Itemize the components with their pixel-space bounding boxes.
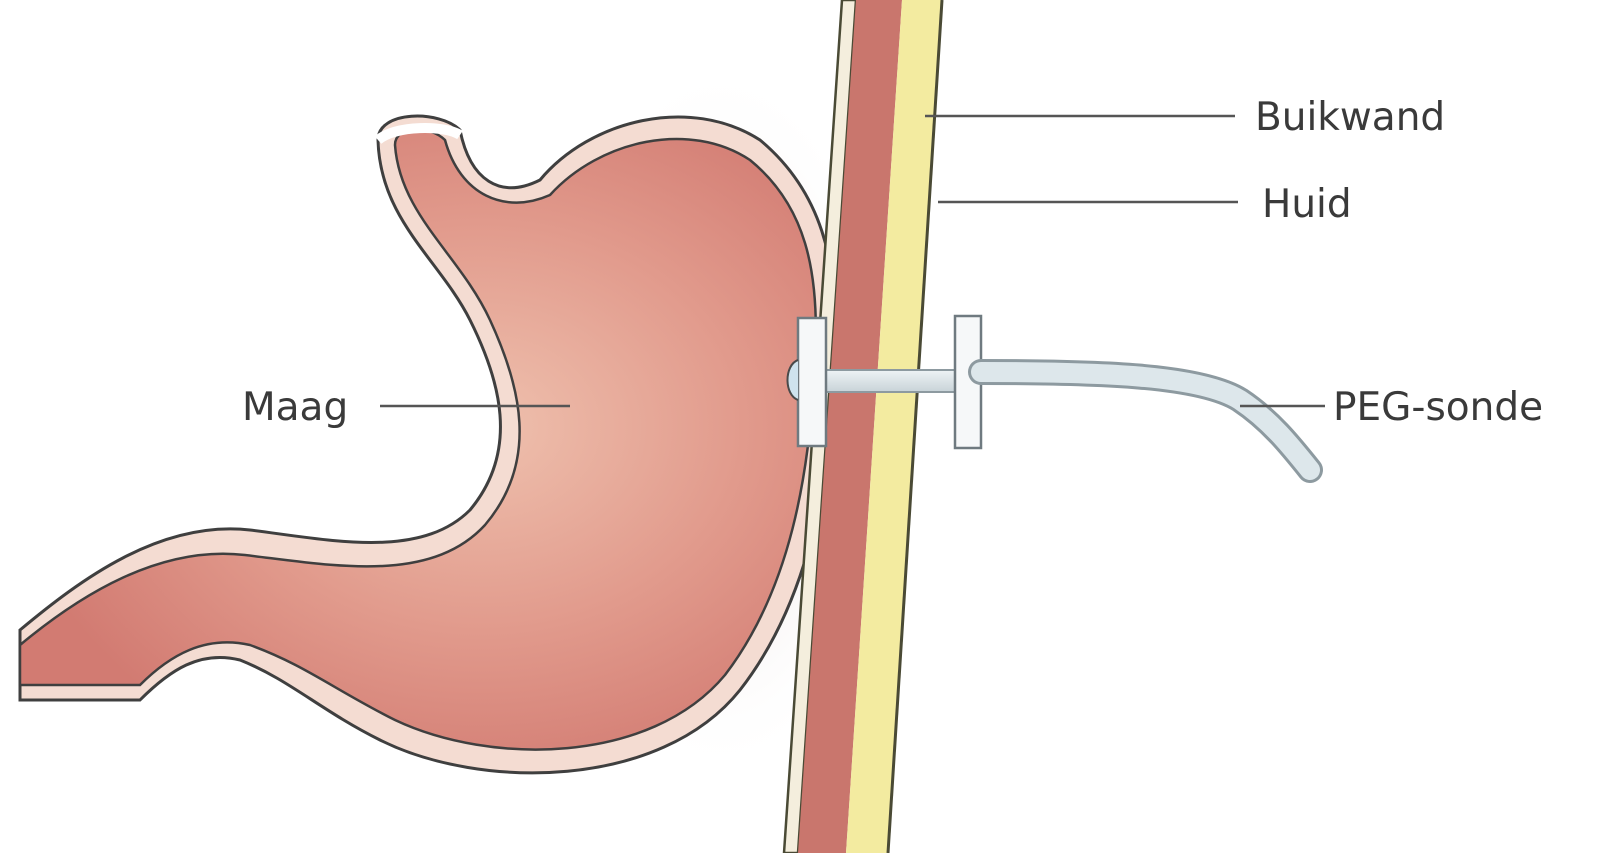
label-huid: Huid	[1262, 182, 1352, 227]
label-maag: Maag	[242, 385, 348, 430]
stomach	[20, 116, 836, 773]
tube-external-fill	[981, 372, 1310, 470]
tube-shaft	[810, 370, 958, 392]
label-buikwand: Buikwand	[1255, 95, 1445, 140]
internal-bumper	[798, 318, 826, 446]
label-peg-sonde: PEG-sonde	[1333, 385, 1543, 430]
